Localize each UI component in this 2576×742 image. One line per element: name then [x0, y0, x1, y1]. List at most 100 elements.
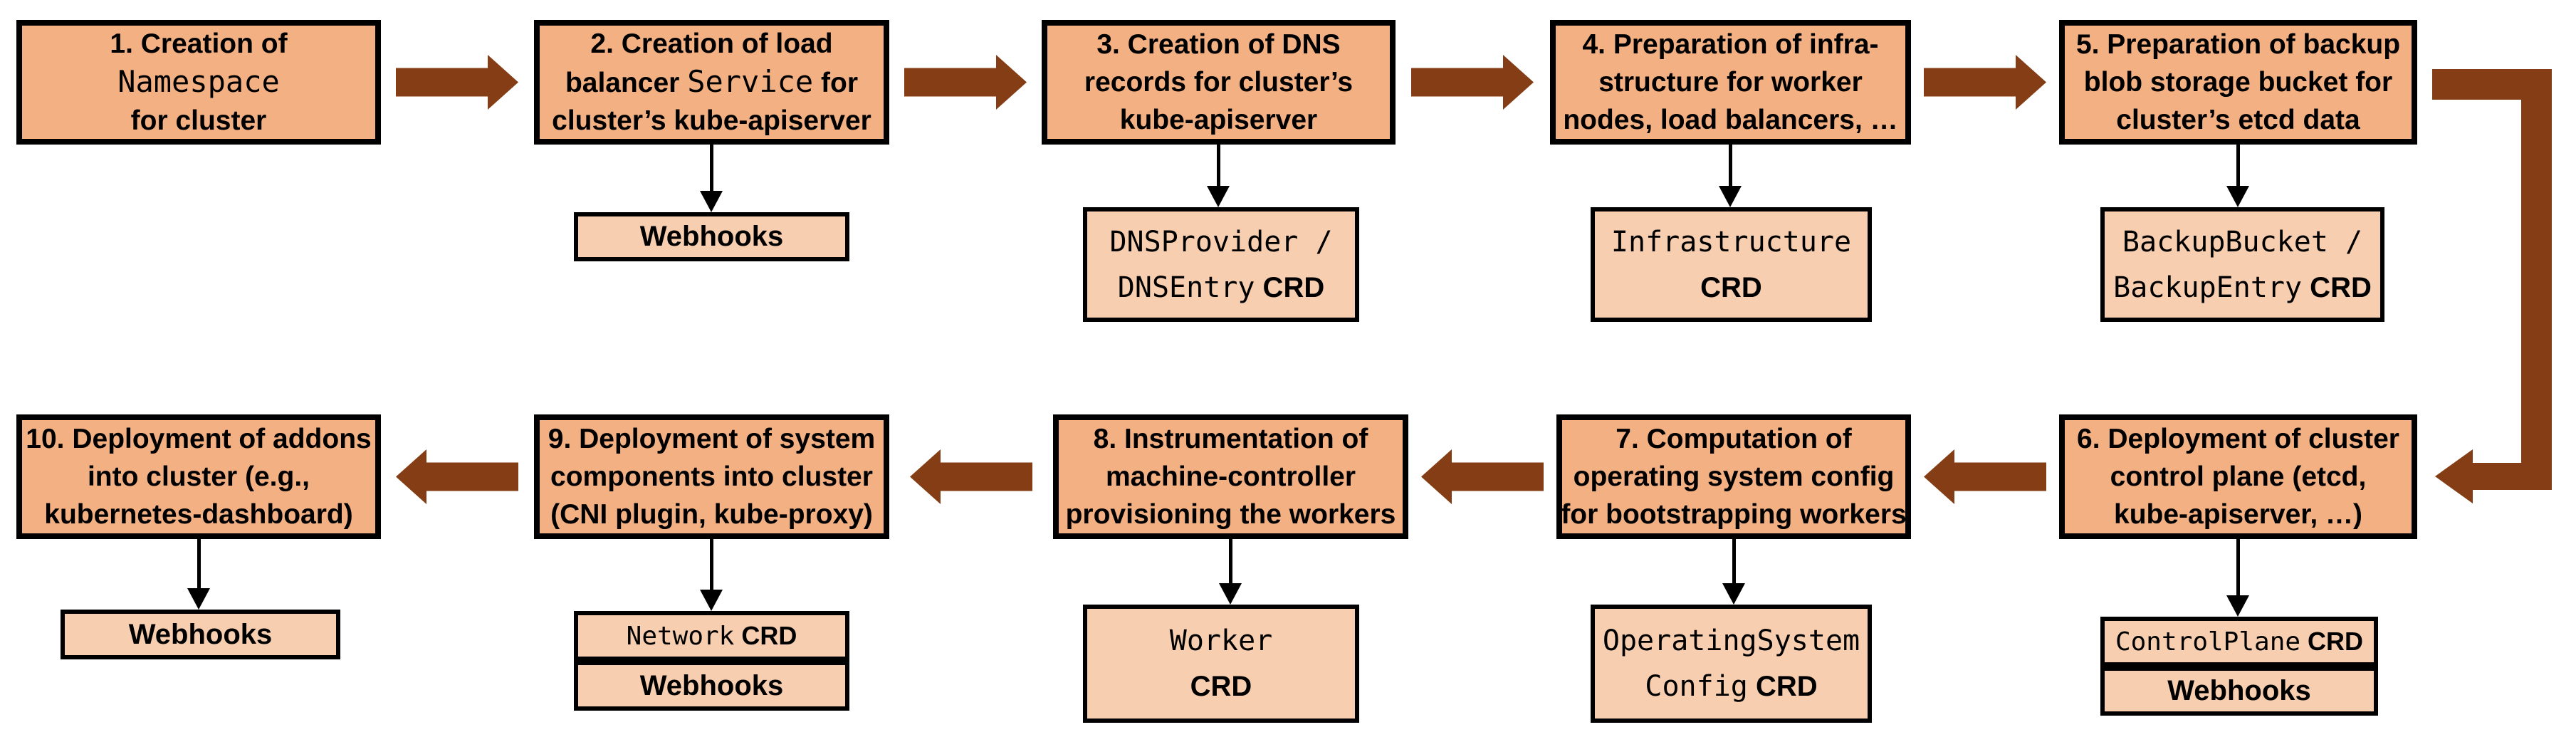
webhooks-box-step9: Webhooks — [574, 661, 849, 711]
connector-step9-arrowhead — [700, 590, 723, 611]
arrow-step1-to-step2 — [396, 55, 518, 110]
text-line: CRD — [1700, 265, 1762, 310]
arrow-step8-to-step9 — [910, 449, 1032, 504]
text-line: 9. Deployment of system — [548, 420, 875, 458]
text-segment: machine-controller — [1105, 461, 1356, 492]
arrow-step7-to-step8 — [1421, 449, 1544, 504]
step-box-10: 10. Deployment of addons into cluster (e.… — [16, 414, 381, 539]
text-segment: BackupBucket / — [2122, 225, 2363, 258]
connector-step6-line — [2236, 539, 2240, 595]
connector-step9-line — [710, 539, 713, 590]
connector-step8-line — [1229, 539, 1232, 583]
text-segment: ControlPlane — [2115, 627, 2301, 657]
text-segment: DNSProvider / — [1109, 225, 1333, 258]
text-line: Config CRD — [1645, 664, 1817, 709]
arrow-step6-to-step7 — [1924, 449, 2046, 504]
connector-step10-line — [197, 539, 201, 588]
text-segment: 4. Preparation of infra- — [1582, 29, 1879, 60]
text-segment: DNSEntry — [1117, 271, 1255, 304]
text-line: operating system config — [1574, 458, 1895, 496]
text-segment: CRD — [1190, 671, 1252, 702]
text-line: kube-apiserver, …) — [2114, 496, 2362, 533]
text-segment: operating system config — [1573, 461, 1895, 492]
text-line: Network CRD — [627, 620, 797, 652]
text-segment: kubernetes-dashboard) — [44, 499, 353, 530]
text-segment: BackupEntry — [2113, 271, 2303, 304]
text-line: 8. Instrumentation of — [1094, 420, 1368, 458]
text-segment: OperatingSystem — [1602, 625, 1860, 657]
text-segment: 10. Deployment of addons — [26, 424, 372, 454]
text-line: Webhooks — [640, 670, 784, 702]
elbow-arrow-vertical-segment — [2521, 69, 2552, 490]
text-line: blob storage bucket for — [2084, 63, 2392, 101]
connector-step6-arrowhead — [2226, 595, 2249, 617]
text-line: machine-controller — [1106, 458, 1356, 496]
text-line: control plane (etcd, — [2110, 458, 2367, 496]
text-segment: CRD — [2300, 626, 2364, 656]
text-segment: for bootstrapping workers — [1561, 499, 1907, 530]
text-line: components into cluster — [550, 458, 873, 496]
text-segment: into cluster (e.g., — [87, 461, 310, 492]
text-segment: cluster’s kube-apiserver — [552, 105, 871, 136]
text-segment: nodes, load balancers, … — [1563, 105, 1898, 135]
text-segment: blob storage bucket for — [2083, 67, 2393, 98]
text-segment: 5. Preparation of backup — [2075, 29, 2401, 60]
text-line: into cluster (e.g., — [88, 458, 310, 496]
text-line: balancer Service for — [565, 63, 858, 102]
connector-step7-line — [1732, 539, 1736, 583]
text-segment: CRD — [1700, 271, 1762, 303]
elbow-arrow-bottom-segment — [2467, 463, 2552, 490]
step-box-4: 4. Preparation of infra-structure for wo… — [1550, 20, 1911, 145]
text-line: nodes, load balancers, … — [1563, 101, 1897, 139]
crd-box-network: Network CRD — [574, 611, 849, 661]
text-segment: control plane (etcd, — [2110, 461, 2367, 492]
text-segment: Webhooks — [639, 221, 784, 252]
text-line: Worker — [1170, 618, 1273, 664]
text-line: cluster’s kube-apiserver — [552, 102, 871, 140]
text-segment: CRD — [734, 620, 797, 650]
arrow-step9-to-step10 — [396, 449, 518, 504]
text-segment: (CNI plugin, kube-proxy) — [550, 499, 873, 530]
text-line: 7. Computation of — [1616, 420, 1851, 458]
text-segment: structure for worker — [1598, 67, 1863, 98]
text-line: 10. Deployment of addons — [26, 420, 371, 458]
text-segment: balancer — [565, 68, 688, 98]
text-line: OperatingSystem — [1603, 618, 1860, 664]
text-line: DNSProvider / — [1109, 219, 1332, 265]
text-segment: Infrastructure — [1611, 225, 1852, 258]
text-segment: Config — [1645, 670, 1748, 703]
elbow-arrowhead — [2435, 449, 2473, 503]
text-segment: CRD — [1255, 271, 1325, 303]
text-line: (CNI plugin, kube-proxy) — [550, 496, 873, 533]
text-segment: Worker — [1169, 625, 1273, 657]
arrow-step3-to-step4 — [1411, 55, 1534, 110]
connector-step2-arrowhead — [700, 191, 723, 212]
text-line: Infrastructure — [1611, 219, 1851, 265]
text-segment: Webhooks — [2167, 675, 2311, 706]
text-line: BackupEntry CRD — [2113, 265, 2372, 310]
text-segment: kube-apiserver, …) — [2114, 499, 2362, 530]
connector-step3-line — [1217, 145, 1220, 186]
text-line: Namespace — [117, 63, 280, 102]
text-line: records for cluster’s — [1084, 63, 1353, 101]
text-line: Webhooks — [2167, 675, 2311, 707]
text-segment: components into cluster — [550, 461, 873, 492]
crd-box-dnsprovider-dnsentry: DNSProvider / DNSEntry CRD — [1083, 207, 1359, 322]
text-line: provisioning the workers — [1066, 496, 1396, 533]
text-segment: records for cluster’s — [1084, 67, 1354, 98]
text-line: for bootstrapping workers — [1561, 496, 1906, 533]
text-segment: Namespace — [117, 64, 280, 99]
text-line: DNSEntry CRD — [1118, 265, 1324, 310]
text-line: 5. Preparation of backup — [2076, 26, 2400, 63]
text-segment: 7. Computation of — [1616, 424, 1852, 454]
text-line: 6. Deployment of cluster — [2077, 420, 2399, 458]
text-segment: CRD — [2302, 271, 2372, 303]
connector-step7-arrowhead — [1722, 583, 1745, 605]
